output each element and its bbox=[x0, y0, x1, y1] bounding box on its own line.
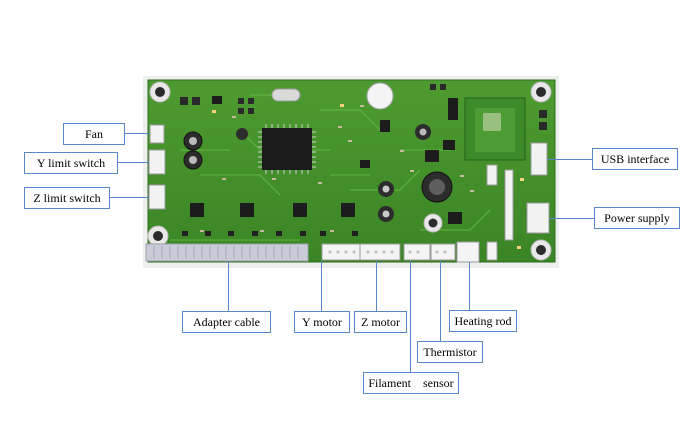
capacitors bbox=[183, 124, 453, 222]
label-heating-rod: Heating rod bbox=[449, 310, 517, 332]
label-usb-interface: USB interface bbox=[592, 148, 678, 170]
leader-z-motor bbox=[376, 261, 377, 311]
leader-power-supply bbox=[549, 218, 594, 219]
leader-thermistor bbox=[440, 261, 441, 341]
label-z-motor: Z motor bbox=[354, 311, 407, 333]
left-connectors bbox=[148, 124, 166, 210]
leader-usb-interface bbox=[547, 159, 592, 160]
label-thermistor: Thermistor bbox=[417, 341, 483, 363]
bottom-connectors bbox=[321, 241, 498, 263]
label-power-supply: Power supply bbox=[594, 207, 680, 229]
leader-heating-rod bbox=[469, 262, 470, 310]
right-connectors bbox=[486, 142, 550, 241]
label-z-limit-switch: Z limit switch bbox=[24, 187, 110, 209]
label-fan: Fan bbox=[63, 123, 125, 145]
leader-z-limit-switch bbox=[109, 197, 149, 198]
label-filament-sensor: Filament sensor bbox=[363, 372, 459, 394]
label-y-limit-switch: Y limit switch bbox=[24, 152, 118, 174]
leader-filament-sensor bbox=[410, 261, 411, 372]
label-adapter-cable: Adapter cable bbox=[182, 311, 271, 333]
label-y-motor: Y motor bbox=[294, 311, 350, 333]
leader-y-limit-switch bbox=[117, 162, 149, 163]
leader-adapter-cable bbox=[228, 261, 229, 311]
mounting-holes bbox=[147, 81, 552, 261]
leader-fan bbox=[124, 133, 150, 134]
mcu-chip bbox=[262, 128, 312, 170]
leader-y-motor bbox=[321, 261, 322, 311]
